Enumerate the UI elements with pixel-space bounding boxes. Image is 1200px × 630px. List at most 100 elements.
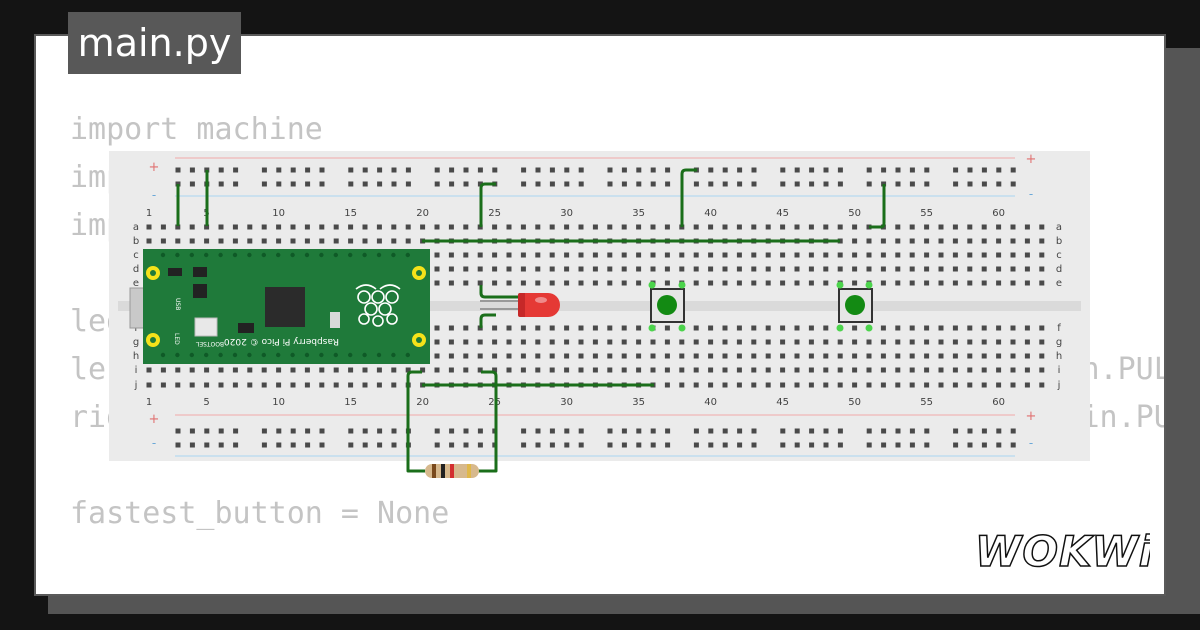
- breadboard-hole[interactable]: [722, 280, 728, 286]
- breadboard-hole[interactable]: [837, 238, 843, 244]
- rail-hole[interactable]: [405, 167, 411, 173]
- breadboard-hole[interactable]: [232, 367, 238, 373]
- breadboard-hole[interactable]: [780, 252, 786, 258]
- rail-hole[interactable]: [607, 428, 613, 434]
- rail-hole[interactable]: [305, 167, 311, 173]
- wire[interactable]: [479, 313, 496, 328]
- breadboard-hole[interactable]: [1039, 339, 1045, 345]
- rail-hole[interactable]: [981, 428, 987, 434]
- rail-hole[interactable]: [953, 181, 959, 187]
- breadboard-hole[interactable]: [1039, 353, 1045, 359]
- rail-hole[interactable]: [953, 442, 959, 448]
- breadboard-hole[interactable]: [981, 367, 987, 373]
- breadboard-hole[interactable]: [952, 238, 958, 244]
- breadboard-hole[interactable]: [607, 266, 613, 272]
- breadboard-hole[interactable]: [333, 238, 339, 244]
- rail-hole[interactable]: [665, 442, 671, 448]
- breadboard-hole[interactable]: [621, 280, 627, 286]
- rail-hole[interactable]: [218, 167, 224, 173]
- breadboard-hole[interactable]: [794, 339, 800, 345]
- breadboard-hole[interactable]: [578, 367, 584, 373]
- breadboard-hole[interactable]: [981, 382, 987, 388]
- rail-hole[interactable]: [607, 181, 613, 187]
- breadboard-hole[interactable]: [708, 382, 714, 388]
- rail-hole[interactable]: [981, 167, 987, 173]
- breadboard-hole[interactable]: [751, 224, 757, 230]
- breadboard-hole[interactable]: [780, 224, 786, 230]
- breadboard-hole[interactable]: [938, 238, 944, 244]
- breadboard-hole[interactable]: [520, 353, 526, 359]
- breadboard-hole[interactable]: [837, 224, 843, 230]
- breadboard-hole[interactable]: [952, 339, 958, 345]
- rail-hole[interactable]: [175, 167, 181, 173]
- breadboard-hole[interactable]: [866, 367, 872, 373]
- rail-hole[interactable]: [621, 167, 627, 173]
- breadboard-hole[interactable]: [765, 224, 771, 230]
- breadboard-hole[interactable]: [708, 280, 714, 286]
- breadboard-hole[interactable]: [679, 252, 685, 258]
- breadboard-hole[interactable]: [751, 353, 757, 359]
- rail-hole[interactable]: [708, 442, 714, 448]
- wire[interactable]: [406, 385, 425, 473]
- breadboard-hole[interactable]: [175, 224, 181, 230]
- rail-hole[interactable]: [794, 181, 800, 187]
- breadboard-hole[interactable]: [1039, 280, 1045, 286]
- breadboard-hole[interactable]: [693, 224, 699, 230]
- breadboard-hole[interactable]: [448, 367, 454, 373]
- breadboard-hole[interactable]: [405, 224, 411, 230]
- rail-hole[interactable]: [881, 428, 887, 434]
- breadboard-hole[interactable]: [895, 325, 901, 331]
- breadboard-hole[interactable]: [333, 224, 339, 230]
- breadboard-hole[interactable]: [780, 280, 786, 286]
- breadboard-hole[interactable]: [794, 252, 800, 258]
- breadboard-hole[interactable]: [967, 325, 973, 331]
- breadboard-hole[interactable]: [362, 382, 368, 388]
- rail-hole[interactable]: [362, 428, 368, 434]
- breadboard-hole[interactable]: [852, 266, 858, 272]
- breadboard-hole[interactable]: [952, 280, 958, 286]
- rail-hole[interactable]: [737, 181, 743, 187]
- breadboard-hole[interactable]: [189, 382, 195, 388]
- rail-hole[interactable]: [449, 442, 455, 448]
- raspberry-pi-pico[interactable]: Raspberry Pi Pico © 2020 USB BOOTSEL LED: [129, 249, 430, 364]
- breadboard-hole[interactable]: [621, 224, 627, 230]
- breadboard-hole[interactable]: [996, 339, 1002, 345]
- rail-hole[interactable]: [794, 167, 800, 173]
- breadboard-hole[interactable]: [909, 339, 915, 345]
- breadboard-hole[interactable]: [492, 252, 498, 258]
- wire[interactable]: [479, 285, 520, 299]
- breadboard-hole[interactable]: [765, 325, 771, 331]
- breadboard-hole[interactable]: [1039, 224, 1045, 230]
- breadboard-hole[interactable]: [664, 367, 670, 373]
- breadboard-hole[interactable]: [549, 224, 555, 230]
- rail-hole[interactable]: [909, 428, 915, 434]
- breadboard-hole[interactable]: [376, 224, 382, 230]
- breadboard-hole[interactable]: [1039, 266, 1045, 272]
- breadboard-hole[interactable]: [924, 325, 930, 331]
- breadboard-hole[interactable]: [232, 238, 238, 244]
- rail-hole[interactable]: [981, 181, 987, 187]
- breadboard-hole[interactable]: [592, 353, 598, 359]
- breadboard-hole[interactable]: [909, 353, 915, 359]
- breadboard-hole[interactable]: [564, 280, 570, 286]
- rail-hole[interactable]: [233, 167, 239, 173]
- red-led[interactable]: [480, 293, 560, 317]
- rail-hole[interactable]: [823, 428, 829, 434]
- breadboard-hole[interactable]: [765, 280, 771, 286]
- breadboard-hole[interactable]: [722, 266, 728, 272]
- breadboard-hole[interactable]: [722, 325, 728, 331]
- rail-hole[interactable]: [189, 442, 195, 448]
- breadboard-hole[interactable]: [160, 367, 166, 373]
- rail-hole[interactable]: [794, 428, 800, 434]
- breadboard-hole[interactable]: [549, 339, 555, 345]
- rail-hole[interactable]: [305, 428, 311, 434]
- breadboard-hole[interactable]: [952, 367, 958, 373]
- breadboard-hole[interactable]: [808, 266, 814, 272]
- breadboard-hole[interactable]: [780, 339, 786, 345]
- breadboard-hole[interactable]: [866, 382, 872, 388]
- breadboard-hole[interactable]: [794, 280, 800, 286]
- breadboard-hole[interactable]: [693, 367, 699, 373]
- rail-hole[interactable]: [276, 167, 282, 173]
- breadboard-hole[interactable]: [621, 252, 627, 258]
- breadboard-hole[interactable]: [578, 339, 584, 345]
